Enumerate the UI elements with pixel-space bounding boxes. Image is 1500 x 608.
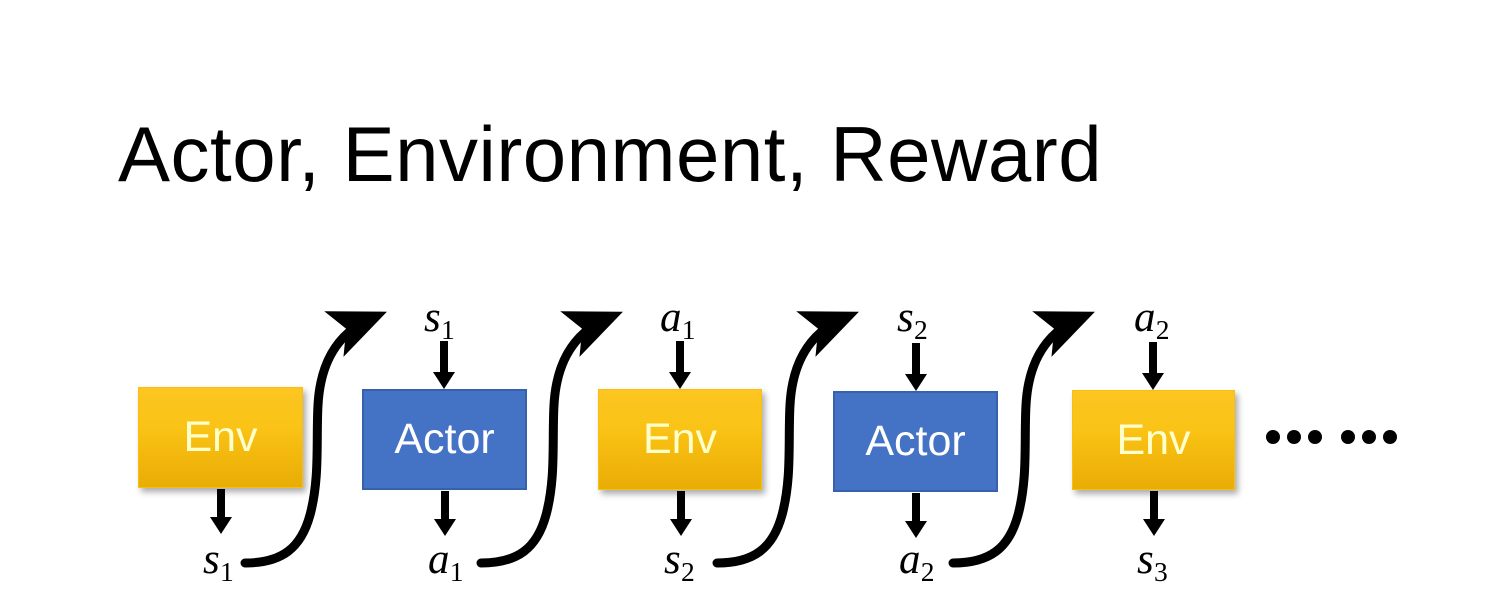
label-top-s2: s2 [897, 294, 928, 344]
symbol: a [1134, 294, 1156, 341]
subscript: 1 [449, 556, 464, 588]
symbol: s [203, 536, 220, 583]
ellipsis-dot [1266, 430, 1280, 444]
node-label: Actor [865, 417, 966, 465]
label-top-a2: a2 [1134, 294, 1170, 344]
ellipsis-dot [1383, 430, 1397, 444]
ellipsis-dot [1341, 430, 1355, 444]
symbol: s [424, 294, 441, 341]
symbol: s [897, 294, 914, 341]
symbol: a [660, 294, 682, 341]
label-top-s1: s1 [424, 294, 455, 344]
node-env-2[interactable]: Env [598, 389, 762, 490]
page-title: Actor, Environment, Reward [118, 110, 1103, 198]
ellipsis-continuation [1266, 430, 1397, 444]
subscript: 1 [220, 556, 234, 588]
symbol: s [664, 536, 681, 583]
subscript: 2 [681, 556, 695, 588]
node-env-1[interactable]: Env [138, 387, 303, 488]
label-bottom-s2: s2 [664, 536, 695, 586]
node-actor-1[interactable]: Actor [362, 389, 527, 490]
label-bottom-a2: a2 [899, 536, 935, 586]
subscript: 3 [1154, 556, 1168, 588]
node-label: Env [642, 415, 718, 463]
ellipsis-dot [1308, 430, 1322, 444]
node-env-3[interactable]: Env [1072, 390, 1235, 490]
ellipsis-dot [1362, 430, 1376, 444]
subscript: 2 [914, 314, 928, 346]
label-bottom-s3: s3 [1137, 536, 1168, 586]
symbol: a [899, 536, 921, 583]
ellipsis-dot [1287, 430, 1301, 444]
node-label: Env [183, 413, 258, 461]
label-bottom-s1: s1 [203, 536, 234, 586]
symbol: a [428, 536, 450, 583]
ellipsis-gap [1329, 437, 1334, 438]
subscript: 1 [681, 314, 696, 346]
label-bottom-a1: a1 [428, 536, 464, 586]
symbol: s [1137, 536, 1154, 583]
label-top-a1: a1 [660, 294, 696, 344]
node-actor-2[interactable]: Actor [833, 391, 998, 492]
node-label: Env [1116, 415, 1191, 464]
subscript: 2 [1155, 314, 1170, 346]
subscript: 1 [441, 314, 455, 346]
node-label: Actor [394, 415, 495, 463]
subscript: 2 [920, 556, 935, 588]
